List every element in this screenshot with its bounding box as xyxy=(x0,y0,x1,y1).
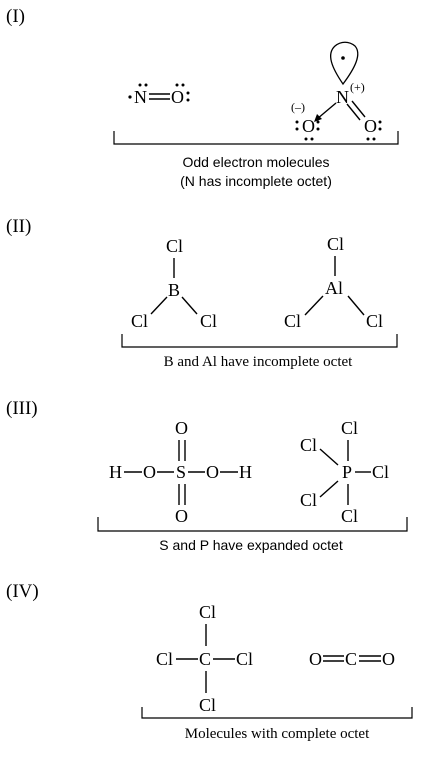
no-n-atom: N xyxy=(134,87,147,107)
h2so4-h-left: H xyxy=(109,462,122,482)
no-o-atom: O xyxy=(171,87,184,107)
co2-o-left: O xyxy=(309,649,322,669)
co2-c-atom: C xyxy=(345,649,357,669)
caption-1-line-1: Odd electron molecules xyxy=(182,154,329,170)
h2so4-h-right: H xyxy=(239,462,252,482)
no-molecule: N O xyxy=(128,83,190,107)
pcl5-cl-lower-left: Cl xyxy=(300,490,317,510)
no2-n-atom: N xyxy=(336,87,349,107)
section-label-4: (IV) xyxy=(6,581,39,602)
bracket-section-4 xyxy=(141,707,413,719)
bcl3-cl-left: Cl xyxy=(131,311,148,331)
h2so4-o-top: O xyxy=(175,418,188,438)
no2-o-right: O xyxy=(364,116,377,136)
ccl4-cl-bottom: Cl xyxy=(199,695,216,715)
bracket-section-3 xyxy=(97,517,408,532)
caption-1-line-2: (N has incomplete octet) xyxy=(180,173,332,189)
pcl5-cl-right: Cl xyxy=(372,462,389,482)
caption-3: S and P have expanded octet xyxy=(159,537,343,553)
ccl4-cl-left: Cl xyxy=(156,649,173,669)
section-label-2: (II) xyxy=(6,216,31,237)
pcl5-cl-upper-left: Cl xyxy=(300,435,317,455)
bcl3-cl-right: Cl xyxy=(200,311,217,331)
co2-molecule: O C O xyxy=(309,649,395,669)
bcl3-cl-top: Cl xyxy=(166,236,183,256)
alcl3-cl-left: Cl xyxy=(284,311,301,331)
pcl5-cl-bottom: Cl xyxy=(341,506,358,526)
pcl5-molecule: Cl Cl P Cl Cl Cl xyxy=(300,418,389,526)
pcl5-cl-top: Cl xyxy=(341,418,358,438)
alcl3-al-atom: Al xyxy=(325,278,343,298)
caption-4: Molecules with complete octet xyxy=(185,726,370,742)
section-label-3: (III) xyxy=(6,398,38,419)
ccl4-cl-right: Cl xyxy=(236,649,253,669)
no2-minus-charge: (–) xyxy=(291,100,305,114)
orbital-lobe-icon xyxy=(330,41,359,86)
h2so4-s-atom: S xyxy=(176,462,186,482)
bcl3-molecule: Cl B Cl Cl xyxy=(131,236,217,331)
caption-2: B and Al have incomplete octet xyxy=(164,354,354,370)
h2so4-o-right: O xyxy=(206,462,219,482)
no2-o-left: O xyxy=(302,116,315,136)
bcl3-b-atom: B xyxy=(168,280,180,300)
alcl3-molecule: Cl Al Cl Cl xyxy=(284,234,383,331)
bracket-section-1 xyxy=(113,131,399,145)
co2-o-right: O xyxy=(382,649,395,669)
section-label-1: (I) xyxy=(6,6,25,27)
alcl3-cl-right: Cl xyxy=(366,311,383,331)
pcl5-p-atom: P xyxy=(342,462,352,482)
ccl4-c-atom: C xyxy=(199,649,211,669)
bracket-section-2 xyxy=(121,334,398,348)
h2so4-o-bottom: O xyxy=(175,506,188,526)
no2-molecule: N (+) (–) O O xyxy=(291,41,382,141)
h2so4-o-left: O xyxy=(143,462,156,482)
ccl4-cl-top: Cl xyxy=(199,602,216,622)
alcl3-cl-top: Cl xyxy=(327,234,344,254)
no2-plus-charge: (+) xyxy=(350,80,365,94)
h2so4-molecule: O H O S O H O xyxy=(109,418,252,526)
ccl4-molecule: Cl Cl C Cl Cl xyxy=(156,602,253,715)
